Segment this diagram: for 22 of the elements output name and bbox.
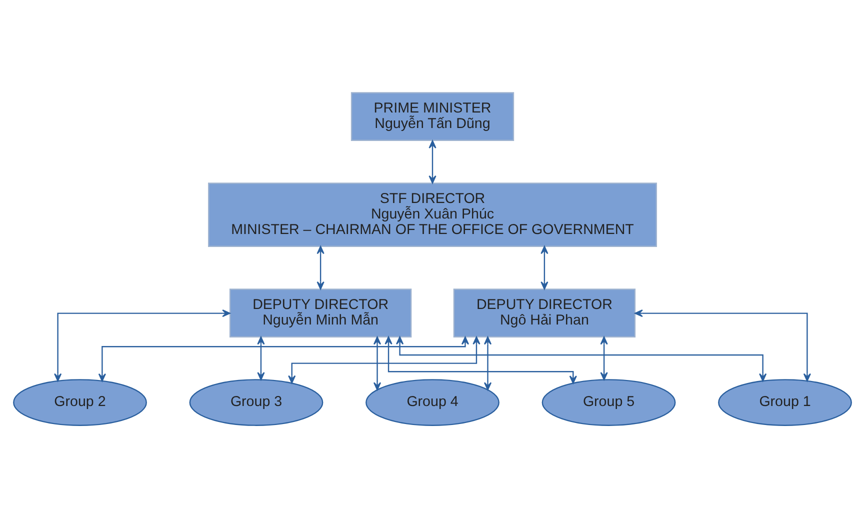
arrow <box>540 245 548 290</box>
arrow <box>428 140 436 184</box>
node-ellipse: Group 2 <box>13 378 147 426</box>
arrow <box>484 336 492 390</box>
node-ellipse: Group 1 <box>718 378 852 426</box>
arrow <box>634 308 811 381</box>
arrow <box>257 336 265 380</box>
node-box: PRIME MINISTER Nguyễn Tấn Dũng <box>350 92 514 140</box>
arrow <box>600 336 608 380</box>
arrow <box>98 336 470 382</box>
node-box: STF DIRECTOR Nguyễn Xuân Phúc MINISTER – CHAIRMAN OF THE OFFICE OF GOVERNMENT <box>208 182 657 246</box>
arrow <box>288 336 480 383</box>
node-ellipse: Group 3 <box>189 378 324 426</box>
arrow <box>316 245 324 290</box>
arrow <box>384 336 577 384</box>
arrow <box>373 336 382 390</box>
arrow <box>396 336 767 382</box>
node-ellipse: Group 4 <box>366 378 500 426</box>
node-box: DEPUTY DIRECTOR Ngô Hải Phan <box>453 288 636 337</box>
node-box: DEPUTY DIRECTOR Nguyễn Minh Mẫn <box>229 288 412 337</box>
node-ellipse: Group 5 <box>542 378 676 426</box>
arrow <box>54 308 230 381</box>
